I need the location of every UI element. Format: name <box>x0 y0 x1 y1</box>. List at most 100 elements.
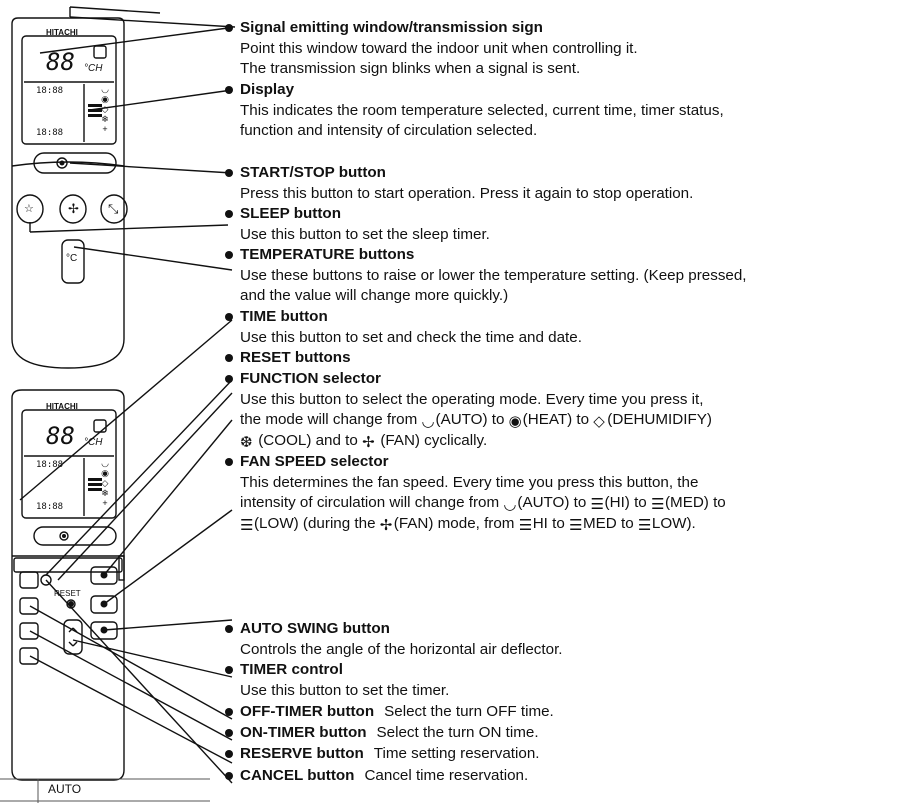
text-fragment: (HEAT) to <box>522 411 590 429</box>
text-fragment: (HI) to <box>604 494 647 512</box>
text-fragment: (LOW) (during the <box>254 515 376 533</box>
bullet-icon <box>225 313 233 321</box>
bullet-icon <box>225 169 233 177</box>
item-desc-line: Use this button to set the sleep timer. <box>240 225 490 243</box>
lower-lcd-unit: °CH <box>84 437 103 448</box>
table-cell-auto: AUTO <box>48 782 82 796</box>
item-desc-line: Press this button to start operation. Pr… <box>240 184 694 202</box>
item-title: TEMPERATURE buttons <box>240 246 415 263</box>
fan-mode-icon: ✢ <box>362 434 375 452</box>
bullet-icon <box>225 729 233 737</box>
item-desc-line: ❆ (COOL) and to ✢ (FAN) cyclically. <box>240 431 924 452</box>
item-title: Display <box>240 81 295 98</box>
bullet-icon <box>225 86 233 94</box>
item-fan-speed: FAN SPEED selector This determines the f… <box>225 452 924 535</box>
bullet-icon <box>225 772 233 780</box>
text-fragment: (DEHUMIDIFY) <box>607 411 712 429</box>
bullet-icon <box>225 354 233 362</box>
item-title: TIME button <box>240 308 328 325</box>
heat-mode-icon: ◉ <box>508 413 522 431</box>
upper-fan-icon: ✢ <box>68 201 79 216</box>
bullet-icon <box>225 251 233 259</box>
item-temperature: TEMPERATURE buttons Use these buttons to… <box>225 245 924 307</box>
item-desc-line: Use this button to set the timer. <box>240 681 450 699</box>
item-cancel: CANCEL button Cancel time reservation. <box>225 766 924 787</box>
item-desc-line: The transmission sign blinks when a sign… <box>240 60 581 78</box>
lower-lcd-frame <box>21 409 117 519</box>
item-start-stop: START/STOP button Press this button to s… <box>225 163 924 204</box>
upper-remote-body <box>11 17 125 369</box>
item-desc-line: the mode will change from ◡(AUTO) to ◉(H… <box>240 410 924 431</box>
bullet-icon <box>225 375 233 383</box>
bullet-icon <box>225 625 233 633</box>
item-desc-line: ☰(LOW) (during the ✢(FAN) mode, from ☰HI… <box>240 514 924 535</box>
item-title: FAN SPEED selector <box>240 453 389 470</box>
text-fragment: (COOL) and to <box>258 432 358 450</box>
upper-fan-button <box>59 194 87 224</box>
text-fragment: MED to <box>583 515 634 533</box>
function-selector-button <box>90 566 118 585</box>
item-inline-desc: Cancel time reservation. <box>364 767 529 784</box>
upper-temp-unit-label: °C <box>66 253 78 264</box>
timer-control-buttons <box>63 619 83 655</box>
upper-temperature-buttons <box>61 239 85 284</box>
auto-mode-icon: ◡ <box>421 413 435 431</box>
item-sleep: SLEEP button Use this button to set the … <box>225 204 924 245</box>
item-desc-line: Use this button to set and check the tim… <box>240 328 582 346</box>
upper-swing-button <box>100 194 128 224</box>
item-title: SLEEP button <box>240 205 341 222</box>
lower-reset-label: RESET <box>54 589 81 598</box>
item-title: Signal emitting window/transmission sign <box>240 19 543 36</box>
item-timer-control: TIMER control Use this button to set the… <box>225 660 924 701</box>
fan-mode-icon: ✢ <box>379 517 393 535</box>
upper-lcd-clock-2: 18:88 <box>36 128 64 138</box>
fan-speed-selector-button <box>90 595 118 614</box>
upper-lcd-temperature: 88 <box>46 48 75 76</box>
text-fragment: (MED) to <box>664 494 726 512</box>
text-fragment: (FAN) mode, from <box>393 515 515 533</box>
item-title: RESET buttons <box>240 349 351 366</box>
text-fragment: intensity of circulation will change fro… <box>240 494 500 512</box>
item-function-selector: FUNCTION selector Use this button to sel… <box>225 369 924 452</box>
item-desc-line: Controls the angle of the horizontal air… <box>240 640 563 658</box>
auto-mode-icon: ◡ <box>503 496 517 514</box>
text-fragment: (FAN) cyclically. <box>380 432 488 450</box>
text-fragment: LOW). <box>651 515 696 533</box>
item-title: CANCEL button <box>240 767 355 784</box>
item-desc-line: Use these buttons to raise or lower the … <box>240 266 747 284</box>
fan-speed-bars-icon: ☰ <box>518 517 533 535</box>
item-desc-line: and the value will change more quickly.) <box>240 287 509 305</box>
dehumidify-icon: ◇ <box>593 413 605 431</box>
item-title: TIMER control <box>240 661 343 678</box>
text-fragment: (AUTO) to <box>435 411 505 429</box>
fan-speed-bars-icon: ☰ <box>650 496 665 514</box>
cool-mode-icon: ❆ <box>240 434 253 452</box>
upper-brand-logo: HITACHI <box>46 28 78 37</box>
upper-lcd-unit: °CH <box>84 63 103 74</box>
fan-speed-bars-icon: ☰ <box>240 517 254 535</box>
lower-lcd-clock: 18:88 <box>36 460 64 470</box>
item-title: AUTO SWING button <box>240 620 390 637</box>
upper-start-stop-button <box>33 152 117 174</box>
fan-speed-bars-icon: ☰ <box>637 517 652 535</box>
auto-swing-button <box>90 621 118 640</box>
upper-mode-symbols: ◡◉◇❄+ <box>101 84 109 134</box>
text-fragment: (AUTO) to <box>517 494 587 512</box>
bullet-icon <box>225 458 233 466</box>
text-fragment: HI to <box>532 515 565 533</box>
upper-lcd-clock: 18:88 <box>36 86 64 96</box>
bullet-icon <box>225 666 233 674</box>
item-display: Display This indicates the room temperat… <box>225 80 924 142</box>
item-reset: RESET buttons <box>225 348 924 369</box>
text-fragment: the mode will change from <box>240 411 418 429</box>
off-timer-button <box>19 597 39 615</box>
fan-speed-bars-icon: ☰ <box>590 496 605 514</box>
item-title: START/STOP button <box>240 164 386 181</box>
upper-lcd-frame <box>21 35 117 145</box>
item-desc-line: Use this button to select the operating … <box>240 390 704 408</box>
item-desc-line: Point this window toward the indoor unit… <box>240 39 638 57</box>
item-signal-window: Signal emitting window/transmission sign… <box>225 18 924 80</box>
item-inline-desc: Select the turn OFF time. <box>384 703 554 720</box>
